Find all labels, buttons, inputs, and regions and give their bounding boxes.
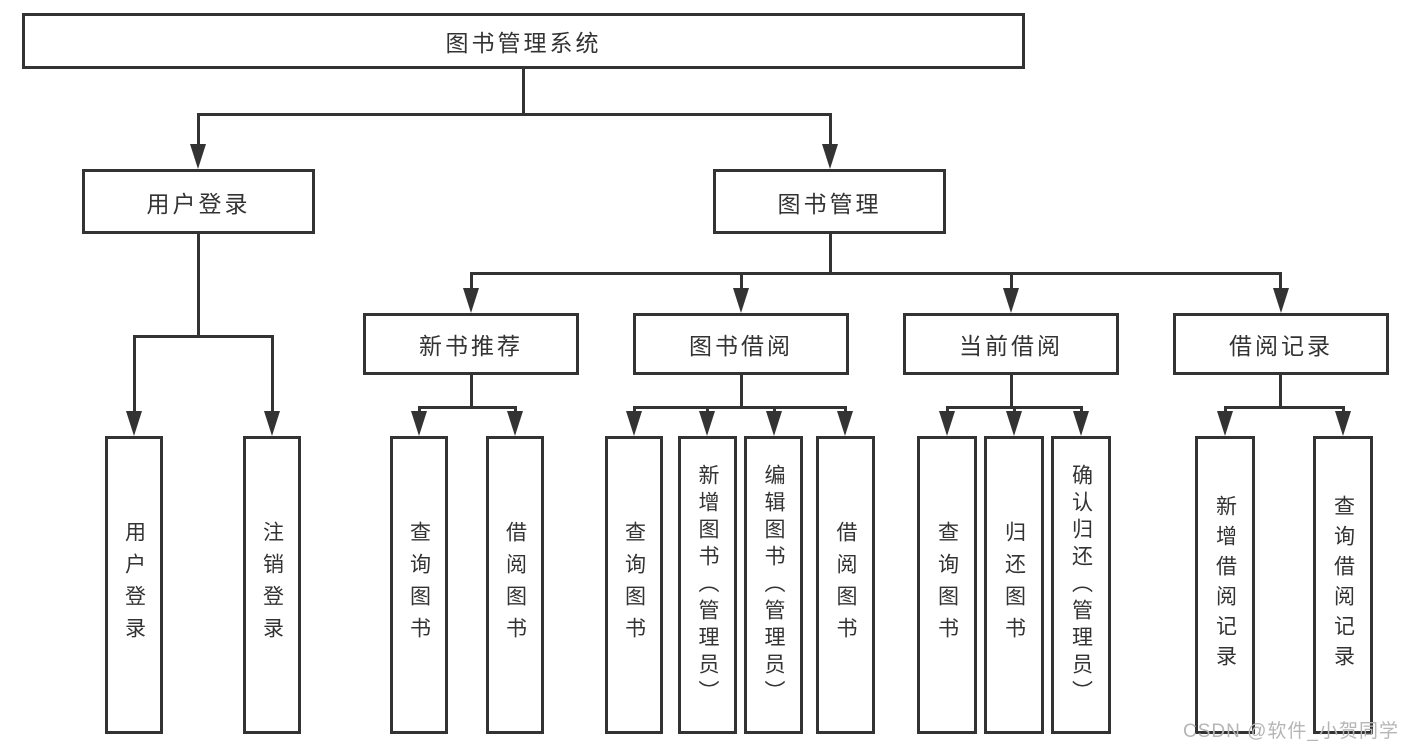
leaf-label: 归还图书 [1002,521,1026,649]
arrowhead-down-icon [507,411,523,436]
connector-line [197,233,200,335]
node-new-book-recommend: 新书推荐 [363,313,579,375]
connector-line [1010,375,1013,406]
connector-line [133,335,274,338]
leaf-label: 查询图书 [407,521,431,649]
node-label: 新书推荐 [419,333,523,359]
leaf-query-books-recommend: 查询图书 [390,436,448,734]
arrowhead-down-icon [190,144,206,169]
leaf-add-borrow-record: 新增借阅记录 [1195,436,1255,734]
leaf-label: 新增图书（管理员） [696,463,719,707]
node-label: 图书管理 [777,190,882,217]
connector-line [1080,406,1083,415]
leaf-query-books-borrow: 查询图书 [605,436,663,734]
leaf-add-books-admin: 新增图书（管理员） [678,436,737,734]
arrowhead-down-icon [822,144,838,169]
leaf-label: 确认归还（管理员） [1069,463,1093,707]
connector-line [740,272,743,292]
leaf-user-login: 用户登录 [105,436,163,734]
node-system-root: 图书管理系统 [22,13,1025,69]
connector-line [633,406,636,415]
leaf-logout: 注销登录 [243,436,301,734]
arrowhead-down-icon [1073,411,1089,436]
connector-line [197,113,832,116]
node-label: 用户登录 [146,190,251,217]
leaf-query-borrow-record: 查询借阅记录 [1313,436,1373,734]
leaf-label: 查询借阅记录 [1331,495,1355,675]
leaf-label: 借阅图书 [503,521,527,649]
connector-line [829,233,832,272]
arrowhead-down-icon [126,411,142,436]
leaf-label: 新增借阅记录 [1213,495,1237,675]
node-label: 借阅记录 [1229,333,1333,359]
arrowhead-down-icon [699,411,715,436]
node-label: 当前借阅 [959,333,1063,359]
connector-line [1279,375,1282,406]
leaf-label: 用户登录 [122,521,146,649]
connector-line [271,335,274,415]
node-label: 图书管理系统 [445,30,602,56]
connector-line [844,406,847,415]
connector-line [773,406,776,415]
node-book-borrowing: 图书借阅 [633,313,849,375]
connector-line [829,113,832,148]
connector-line [418,406,421,415]
arrowhead-down-icon [837,411,853,436]
connector-line [1342,406,1345,415]
node-current-borrowing: 当前借阅 [903,313,1119,375]
node-user-login: 用户登录 [82,169,315,234]
arrowhead-down-icon [1003,288,1019,313]
leaf-label: 查询图书 [622,521,646,649]
arrowhead-down-icon [939,411,955,436]
node-label: 图书借阅 [689,333,793,359]
arrowhead-down-icon [1273,288,1289,313]
leaf-edit-books-admin: 编辑图书（管理员） [744,436,803,734]
arrowhead-down-icon [264,411,280,436]
connector-line [1224,406,1227,415]
connector-line [946,406,949,415]
connector-line [522,68,525,113]
arrowhead-down-icon [463,288,479,313]
leaf-label: 注销登录 [260,521,284,649]
connector-line [470,375,473,406]
connector-line [1279,272,1282,292]
connector-line [633,406,847,409]
arrowhead-down-icon [733,288,749,313]
arrowhead-down-icon [411,411,427,436]
connector-line [470,272,473,292]
leaf-return-books: 归还图书 [984,436,1044,734]
connector-line [197,113,200,148]
leaf-borrow-books: 借阅图书 [816,436,875,734]
connector-line [1010,272,1013,292]
connector-line [706,406,709,415]
node-book-management: 图书管理 [713,169,946,234]
csdn-watermark: CSDN @软件_小贺同学 [1183,721,1399,742]
connector-line [418,406,517,409]
connector-line [1224,406,1345,409]
connector-line [514,406,517,415]
arrowhead-down-icon [1335,411,1351,436]
arrowhead-down-icon [766,411,782,436]
connector-line [133,335,136,415]
connector-line [740,375,743,406]
connector-line [470,272,1282,275]
leaf-label: 编辑图书（管理员） [762,463,785,707]
connector-line [1013,406,1016,415]
node-borrowing-records: 借阅记录 [1173,313,1389,375]
leaf-label: 借阅图书 [834,521,857,649]
leaf-confirm-return-admin: 确认归还（管理员） [1051,436,1111,734]
leaf-query-books-current: 查询图书 [917,436,977,734]
arrowhead-down-icon [1217,411,1233,436]
arrowhead-down-icon [626,411,642,436]
leaf-borrow-books-recommend: 借阅图书 [486,436,544,734]
arrowhead-down-icon [1006,411,1022,436]
leaf-label: 查询图书 [935,521,959,649]
